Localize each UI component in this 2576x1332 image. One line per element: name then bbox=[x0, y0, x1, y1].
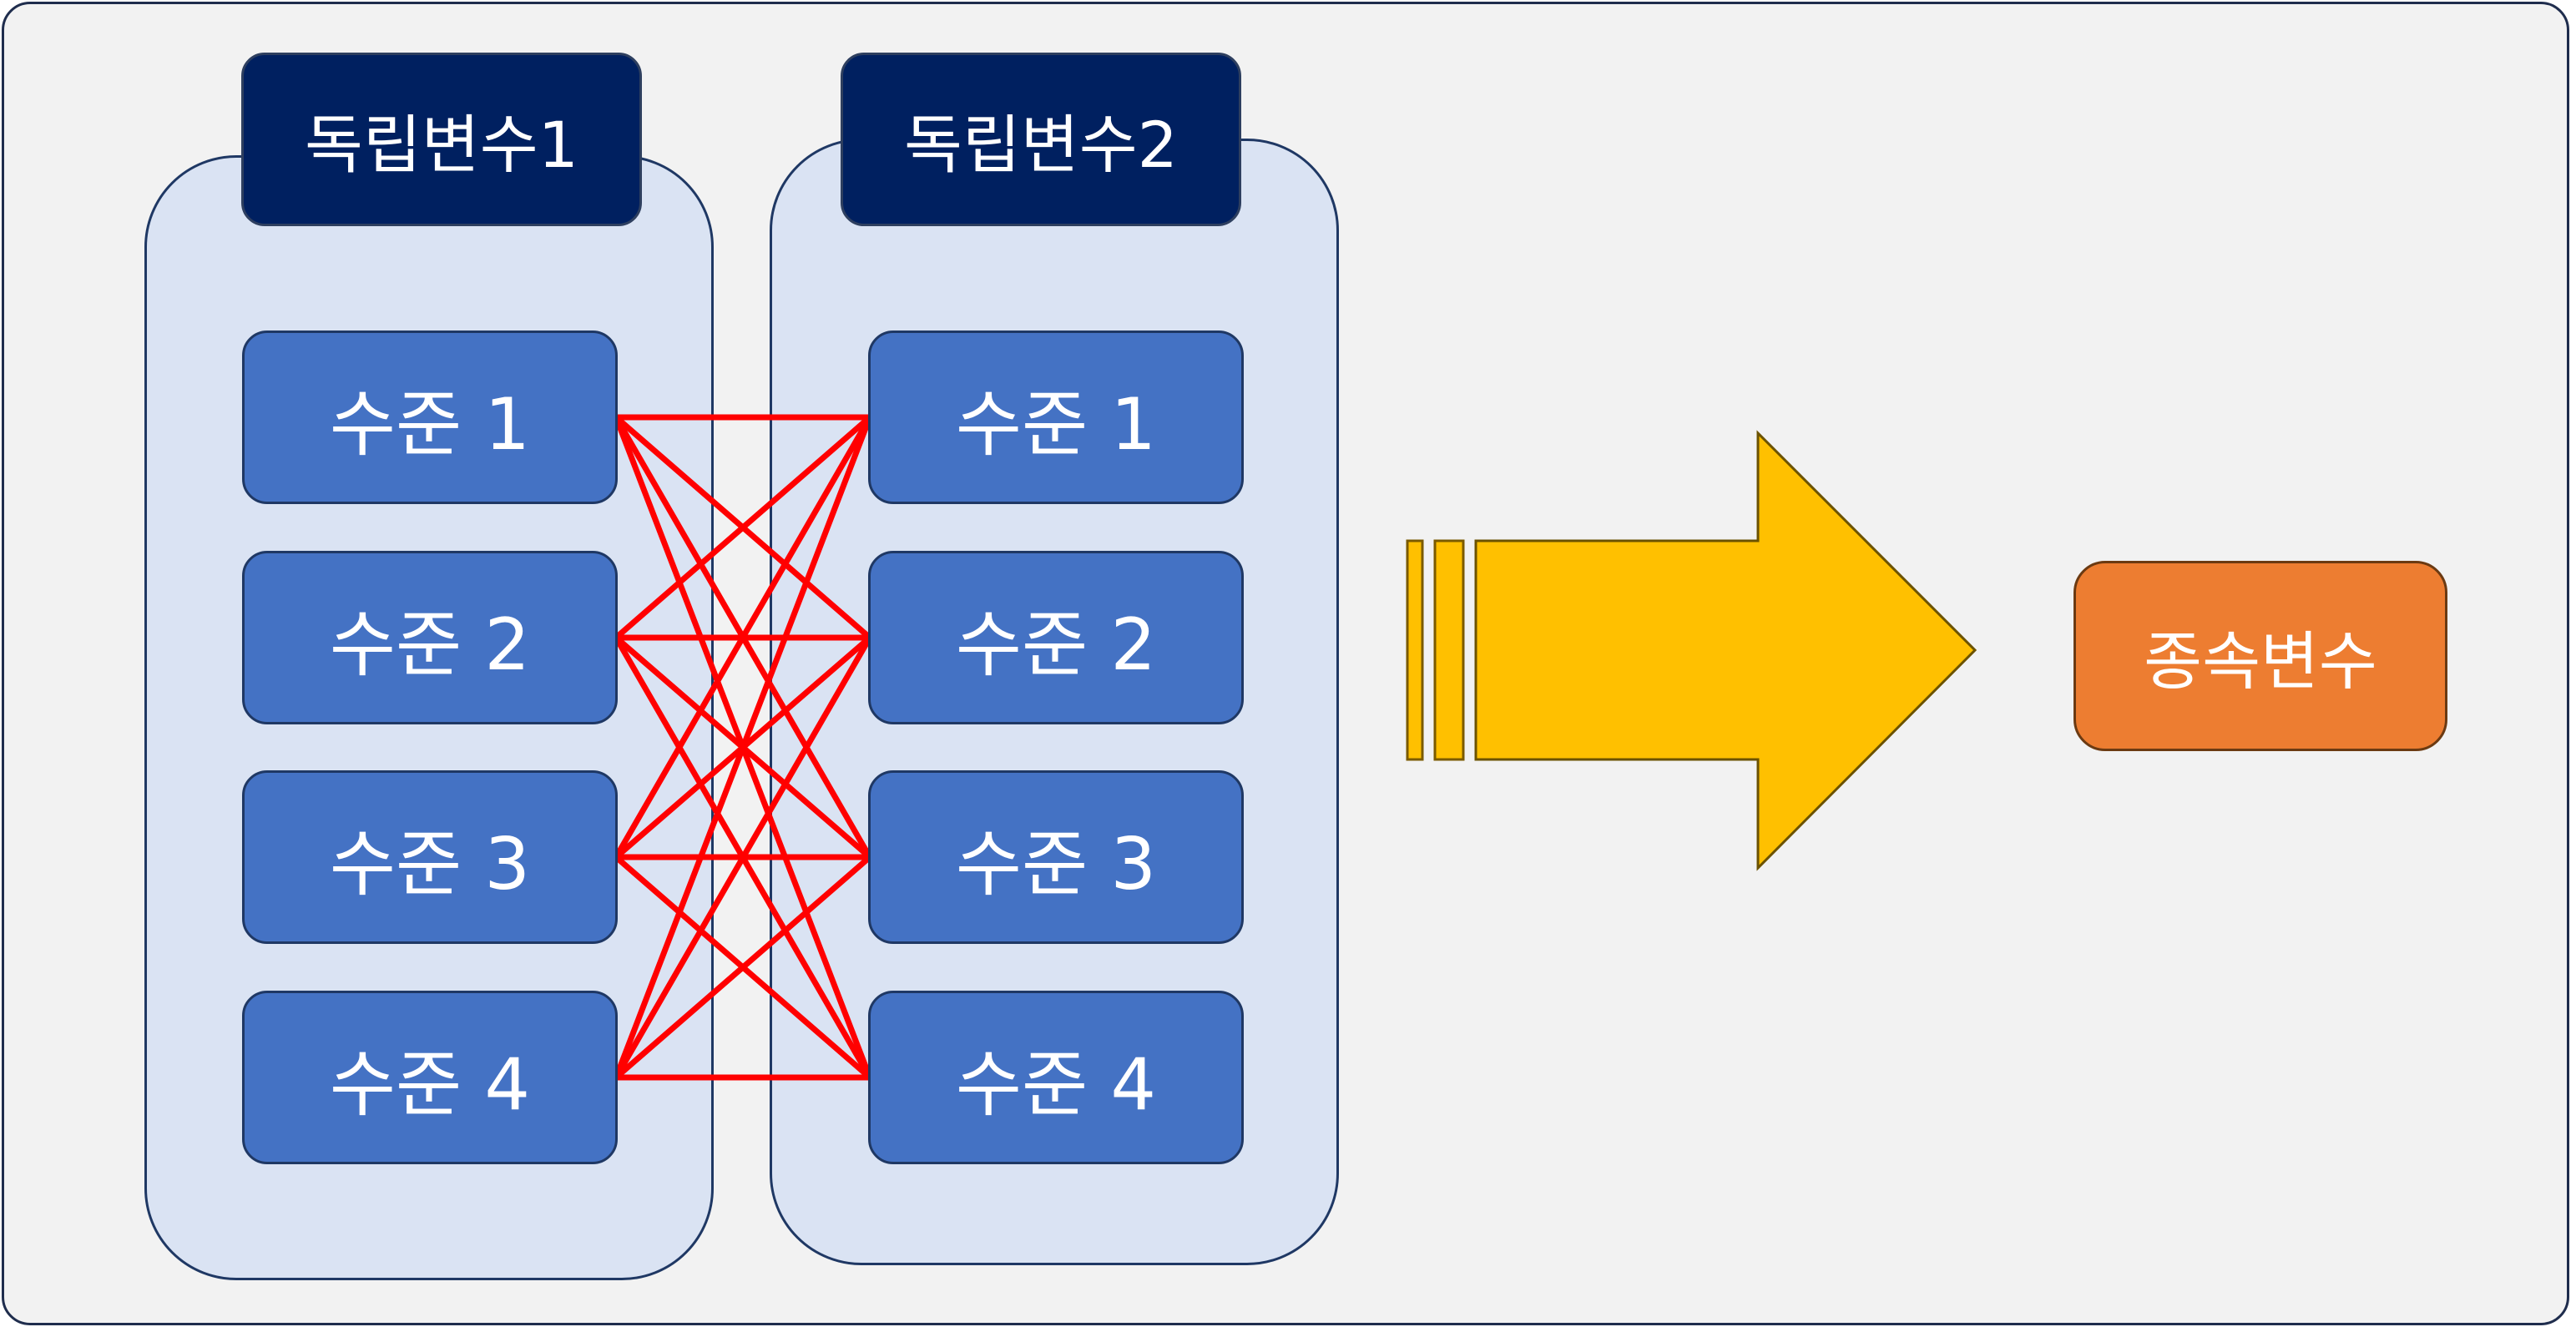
var1-level-3: 수준 3 bbox=[242, 770, 618, 944]
connector-line bbox=[613, 414, 873, 1081]
arrow-body bbox=[1474, 430, 1977, 871]
connector-line bbox=[613, 854, 873, 1081]
var2-level-1: 수준 1 bbox=[868, 330, 1244, 504]
dependent-var: 종속변수 bbox=[2073, 561, 2447, 751]
independent-var-2-title: 독립변수2 bbox=[841, 53, 1241, 226]
var2-level-4: 수준 4 bbox=[868, 991, 1244, 1164]
var2-level-2: 수준 2 bbox=[868, 551, 1244, 724]
var1-level-2: 수준 2 bbox=[242, 551, 618, 724]
connector-line bbox=[613, 414, 873, 641]
var2-level-3: 수준 3 bbox=[868, 770, 1244, 944]
var1-level-4: 수준 4 bbox=[242, 991, 618, 1164]
arrow-stripe-2 bbox=[1433, 539, 1465, 761]
block-arrow bbox=[1406, 430, 1977, 871]
arrow-stripe-1 bbox=[1406, 539, 1424, 761]
connector-line bbox=[613, 634, 873, 1081]
var1-level-1: 수준 1 bbox=[242, 330, 618, 504]
connector-line bbox=[613, 414, 873, 860]
level-connectors bbox=[613, 414, 873, 1081]
independent-var-1-title: 독립변수1 bbox=[241, 53, 642, 226]
